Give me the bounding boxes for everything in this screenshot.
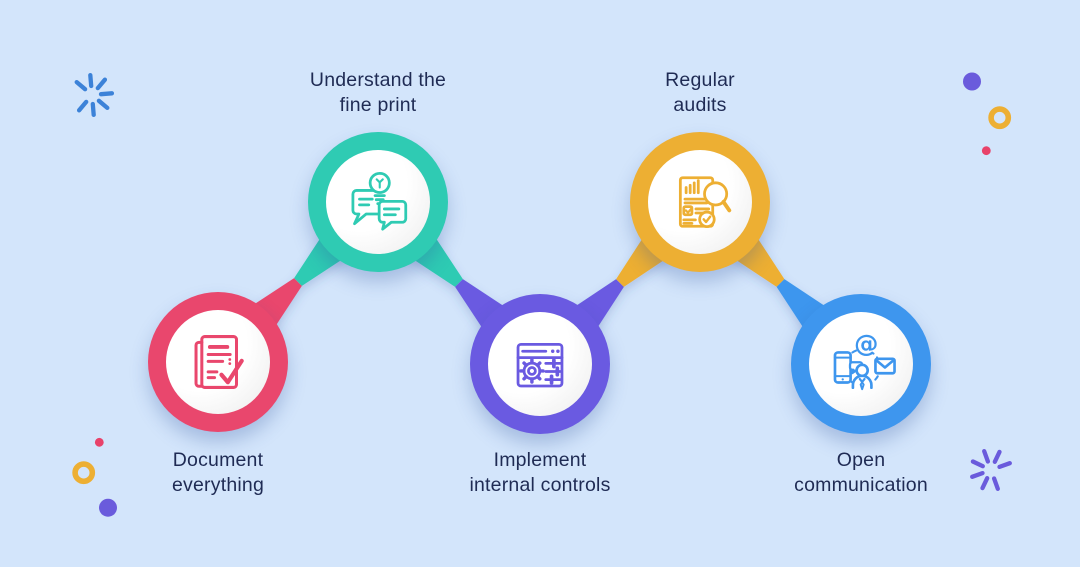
step-label-regular-audits: Regular audits (665, 69, 735, 116)
dot-decoration (981, 146, 991, 156)
step-label-implement-internal-controls: Implement internal controls (469, 449, 611, 496)
ring-decoration (988, 106, 1012, 130)
dot-decoration (99, 498, 117, 517)
svg-text:@: @ (854, 329, 878, 358)
idea-discussion-icon (351, 171, 408, 231)
communication-icon: @ (833, 329, 896, 391)
step-circle-understand-fine-print (308, 132, 448, 272)
dot-decoration (963, 72, 981, 91)
step-circle-regular-audits (630, 132, 770, 272)
settings-controls-icon (516, 342, 564, 388)
step-circle-inner (326, 150, 430, 254)
burst-icon (970, 449, 1012, 491)
step-circle-open-communication: @ (791, 294, 931, 434)
step-label-understand-fine-print: Understand the fine print (309, 69, 447, 116)
document-check-icon (194, 335, 244, 389)
step-label-open-communication: Open communication (794, 449, 928, 496)
dot-decoration (94, 437, 104, 447)
ring-decoration (72, 461, 96, 485)
audit-magnifier-icon (678, 176, 732, 229)
step-circle-inner: @ (809, 312, 913, 416)
step-circle-inner (166, 310, 270, 414)
step-circle-inner (648, 150, 752, 254)
step-circle-inner (488, 312, 592, 416)
burst-icon (74, 72, 115, 118)
step-circle-document-everything (148, 292, 288, 432)
step-circle-implement-internal-controls (470, 294, 610, 434)
step-label-document-everything: Document everything (172, 449, 264, 496)
